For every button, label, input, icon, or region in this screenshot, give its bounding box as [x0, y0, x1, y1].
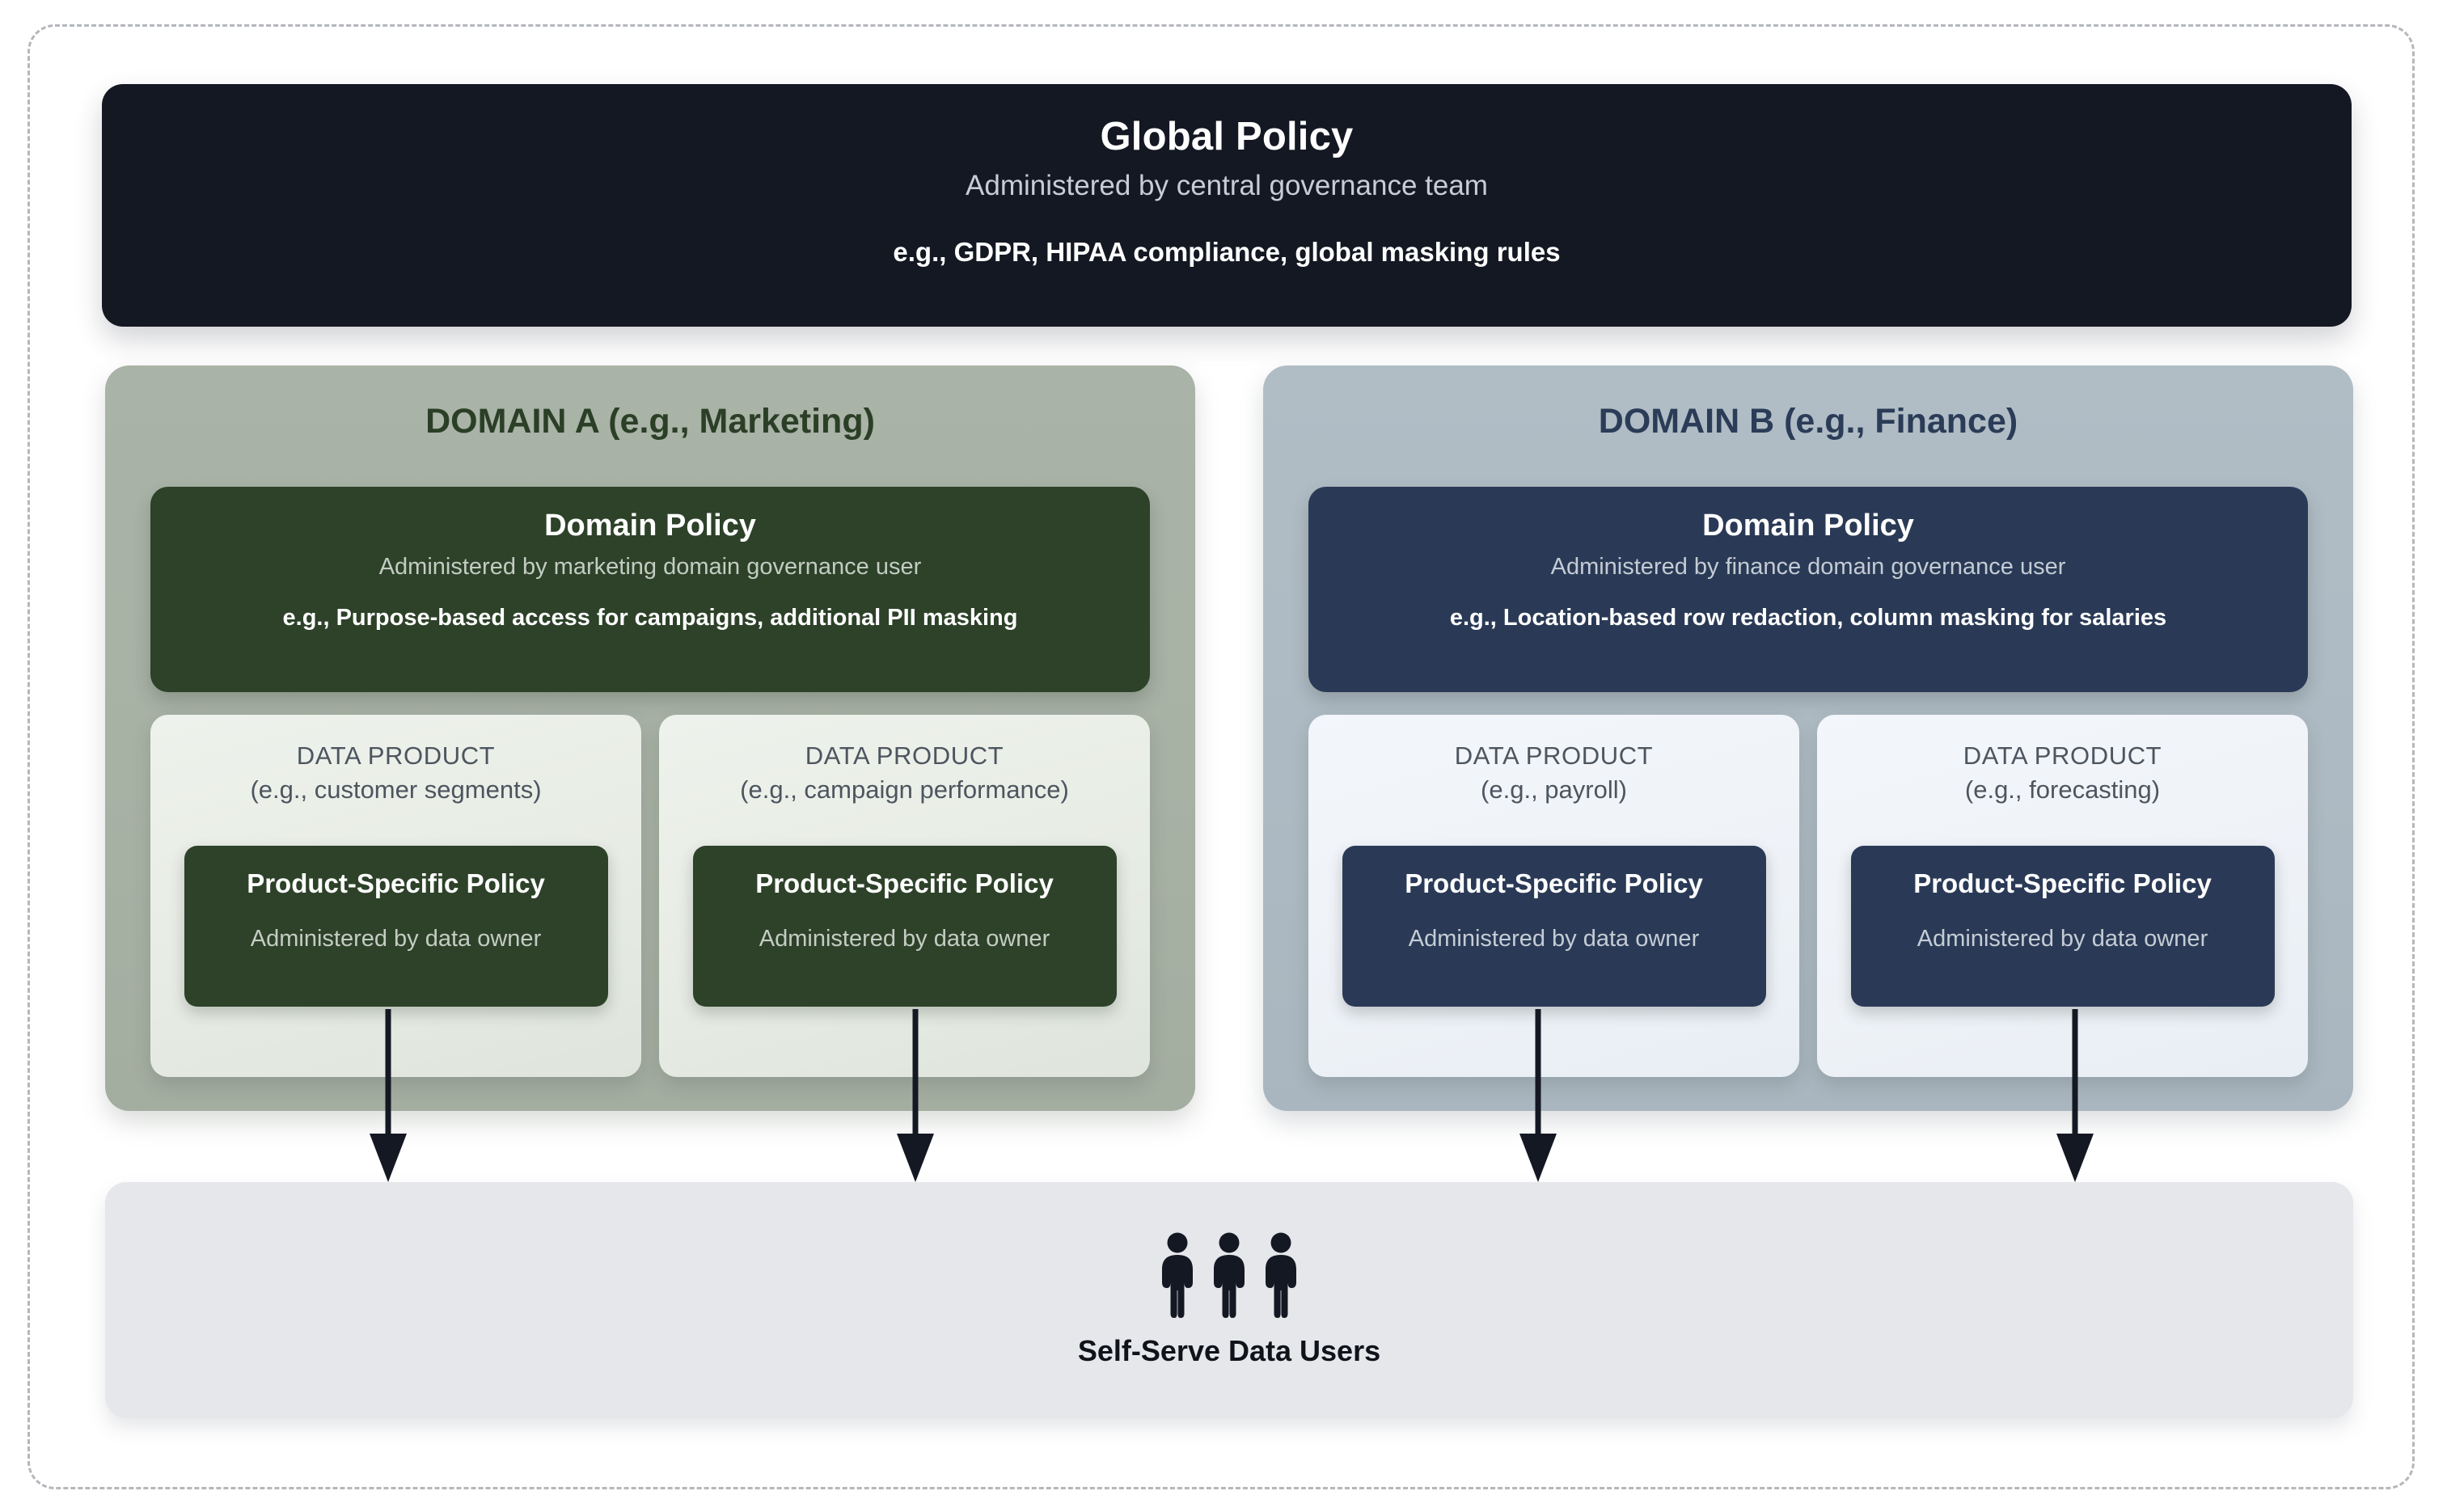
- person-icon: [1162, 1232, 1193, 1318]
- global-policy-example: e.g., GDPR, HIPAA compliance, global mas…: [893, 237, 1561, 268]
- product-policy-title: Product-Specific Policy: [755, 868, 1054, 898]
- product-policy-administered-by: Administered by data owner: [1917, 925, 2208, 952]
- domain-b-policy-title: Domain Policy: [1702, 509, 1914, 543]
- global-policy-title: Global Policy: [1100, 115, 1354, 158]
- people-group-icon: [1159, 1232, 1300, 1320]
- domain-b-products-row: DATA PRODUCT (e.g., payroll) Product-Spe…: [1308, 715, 2308, 1077]
- product-policy-title: Product-Specific Policy: [1405, 868, 1703, 898]
- data-product-label: DATA PRODUCT: [1454, 741, 1654, 770]
- data-product-example: (e.g., forecasting): [1964, 775, 2161, 805]
- global-policy-administered-by: Administered by central governance team: [966, 170, 1488, 202]
- product-policy-administered-by: Administered by data owner: [1408, 925, 1700, 952]
- domain-a-policy-example: e.g., Purpose-based access for campaigns…: [282, 605, 1018, 631]
- product-policy-administered-by: Administered by data owner: [250, 925, 542, 952]
- data-product-label: DATA PRODUCT: [805, 741, 1004, 770]
- data-product-label: DATA PRODUCT: [296, 741, 496, 770]
- domain-b-policy-example: e.g., Location-based row redaction, colu…: [1449, 605, 2167, 631]
- self-serve-users-bar: Self-Serve Data Users: [105, 1182, 2353, 1418]
- product-specific-policy-box: Product-Specific Policy Administered by …: [692, 846, 1117, 1007]
- global-policy-banner: Global Policy Administered by central go…: [102, 84, 2352, 327]
- data-product-label: DATA PRODUCT: [1963, 741, 2162, 770]
- domain-a-heading: DOMAIN A (e.g., Marketing): [425, 402, 875, 441]
- data-product-card: DATA PRODUCT (e.g., customer segments) P…: [150, 715, 641, 1077]
- data-product-card: DATA PRODUCT (e.g., payroll) Product-Spe…: [1308, 715, 1799, 1077]
- domain-container-a: DOMAIN A (e.g., Marketing) Domain Policy…: [105, 365, 1195, 1111]
- product-specific-policy-box: Product-Specific Policy Administered by …: [1342, 846, 1766, 1007]
- person-icon: [1266, 1232, 1296, 1318]
- domain-a-products-row: DATA PRODUCT (e.g., customer segments) P…: [150, 715, 1150, 1077]
- domain-b-policy-administered-by: Administered by finance domain governanc…: [1550, 553, 2066, 580]
- product-policy-administered-by: Administered by data owner: [759, 925, 1050, 952]
- domain-b-heading: DOMAIN B (e.g., Finance): [1598, 402, 2018, 441]
- domain-container-b: DOMAIN B (e.g., Finance) Domain Policy A…: [1263, 365, 2353, 1111]
- domain-b-policy-box: Domain Policy Administered by finance do…: [1308, 487, 2308, 692]
- data-product-example: (e.g., customer segments): [250, 775, 542, 805]
- domain-a-policy-administered-by: Administered by marketing domain governa…: [378, 553, 922, 580]
- domain-a-policy-title: Domain Policy: [544, 509, 756, 543]
- product-policy-title: Product-Specific Policy: [1913, 868, 2212, 898]
- product-specific-policy-box: Product-Specific Policy Administered by …: [1850, 846, 2275, 1007]
- product-policy-title: Product-Specific Policy: [247, 868, 545, 898]
- data-product-card: DATA PRODUCT (e.g., campaign performance…: [659, 715, 1150, 1077]
- data-product-example: (e.g., campaign performance): [740, 775, 1069, 805]
- outer-dashed-frame: [27, 24, 2415, 1489]
- data-product-example: (e.g., payroll): [1481, 775, 1627, 805]
- data-product-card: DATA PRODUCT (e.g., forecasting) Product…: [1817, 715, 2308, 1077]
- self-serve-users-label: Self-Serve Data Users: [1077, 1333, 1381, 1367]
- domain-a-policy-box: Domain Policy Administered by marketing …: [150, 487, 1150, 692]
- person-icon: [1214, 1232, 1245, 1318]
- product-specific-policy-box: Product-Specific Policy Administered by …: [184, 846, 608, 1007]
